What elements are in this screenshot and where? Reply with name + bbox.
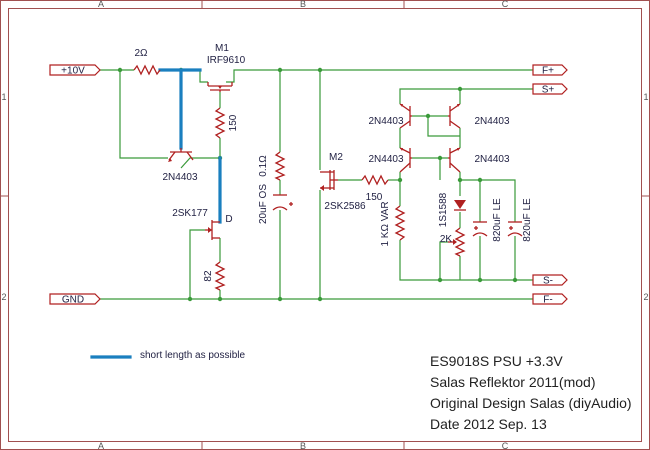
svg-text:82: 82	[203, 270, 214, 282]
port-plus-10v: +10V	[49, 64, 101, 77]
port-f-plus: F+	[532, 64, 568, 77]
diode-1s1588: 1S1588	[438, 192, 466, 227]
svg-text:1S1588: 1S1588	[438, 192, 449, 227]
port-gnd: GND	[49, 293, 101, 306]
svg-text:2Ω: 2Ω	[134, 48, 148, 59]
grid-col-a-bottom: A	[98, 441, 104, 450]
mosfet-m1-irf9610: M1 IRF9610	[207, 43, 246, 92]
transistor-2n4403-left: 2N4403	[162, 148, 198, 183]
svg-text:F-: F-	[543, 295, 552, 306]
svg-text:2N4403: 2N4403	[162, 172, 197, 183]
title-line-2: Salas Reflektor 2011(mod)	[430, 374, 595, 390]
port-f-minus: F-	[532, 293, 568, 306]
resistor-150-horizontal: 150	[361, 174, 389, 203]
grid-col-b-top: B	[300, 0, 306, 9]
svg-text:150: 150	[228, 114, 239, 131]
jfet-2sk177: 2SK177 D	[172, 208, 233, 240]
transistor-2n4403-mid-left: 2N4403	[368, 147, 412, 173]
svg-text:2SK177: 2SK177	[172, 208, 208, 219]
title-line-4: Date 2012 Sep. 13	[430, 416, 547, 432]
svg-text:150: 150	[366, 192, 383, 203]
resistor-0-1ohm: 0.1Ω	[258, 151, 286, 181]
transistor-2n4403-top-right: 2N4403	[448, 103, 510, 129]
resistor-1k-var: 1 KΩ VAR	[380, 201, 406, 247]
port-s-minus: S-	[532, 274, 568, 287]
grid-col-b-bottom: B	[300, 441, 306, 450]
grid-col-a-top: A	[98, 0, 104, 9]
svg-text:820uF LE: 820uF LE	[522, 198, 533, 242]
grid-col-c-bottom: C	[502, 441, 509, 450]
svg-text:2N4403: 2N4403	[368, 154, 403, 165]
resistor-150-vertical: 150	[214, 107, 239, 139]
title-line-1: ES9018S PSU +3.3V	[430, 353, 563, 369]
svg-text:+10V: +10V	[61, 66, 85, 77]
svg-text:GND: GND	[62, 295, 84, 306]
svg-text:820uF LE: 820uF LE	[492, 198, 503, 242]
junction-dots	[117, 67, 518, 302]
capacitor-20uf-os: 20uF OS	[258, 184, 293, 224]
port-s-plus: S+	[532, 83, 568, 96]
svg-text:1 KΩ VAR: 1 KΩ VAR	[380, 201, 391, 246]
svg-text:2N4403: 2N4403	[474, 116, 509, 127]
short-length-wires	[158, 68, 222, 224]
legend: short length as possible	[90, 350, 246, 361]
grid-col-c-top: C	[502, 0, 509, 9]
capacitor-820uf-a: 820uF LE	[472, 198, 503, 242]
wires	[100, 69, 533, 300]
grid-row-1-right: 1	[643, 92, 648, 102]
grid-row-1-left: 1	[1, 92, 6, 102]
title-block: ES9018S PSU +3.3V Salas Reflektor 2011(m…	[430, 353, 632, 432]
mosfet-m2-2sk2586: M2 2SK2586	[320, 152, 366, 212]
transistor-2n4403-top-left: 2N4403	[368, 103, 412, 129]
svg-text:M1: M1	[215, 43, 229, 54]
svg-text:IRF9610: IRF9610	[207, 55, 246, 66]
svg-text:2N4403: 2N4403	[368, 116, 403, 127]
resistor-82: 82	[203, 261, 226, 291]
legend-text: short length as possible	[140, 350, 246, 361]
svg-text:F+: F+	[542, 66, 554, 77]
grid-row-2-right: 2	[643, 292, 648, 302]
trimmer-2k: 2K	[440, 227, 466, 257]
svg-text:20uF OS: 20uF OS	[258, 184, 269, 224]
svg-text:M2: M2	[329, 152, 343, 163]
resistor-2ohm: 2Ω	[133, 48, 161, 76]
svg-text:S-: S-	[543, 276, 553, 287]
capacitor-820uf-b: 820uF LE	[507, 198, 533, 242]
transistor-2n4403-mid-right: 2N4403	[448, 147, 510, 173]
grid-row-2-left: 2	[1, 292, 6, 302]
svg-text:2SK2586: 2SK2586	[324, 201, 366, 212]
svg-text:D: D	[225, 214, 232, 225]
svg-text:2N4403: 2N4403	[474, 154, 509, 165]
svg-text:2K: 2K	[440, 234, 453, 245]
svg-text:S+: S+	[542, 85, 555, 96]
title-line-3: Original Design Salas (diyAudio)	[430, 395, 632, 411]
svg-text:0.1Ω: 0.1Ω	[258, 155, 269, 177]
